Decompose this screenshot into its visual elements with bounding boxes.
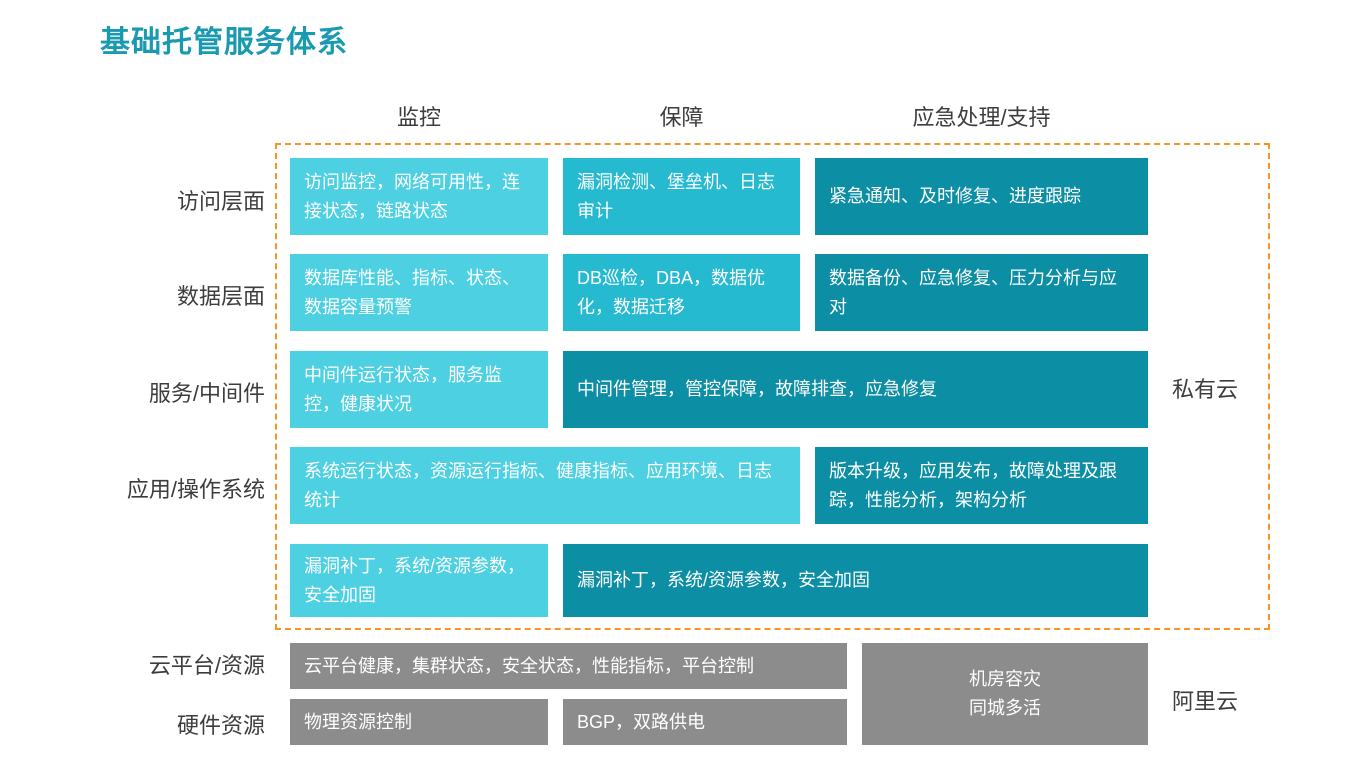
cell-application-emergency[interactable]: 版本升级，应用发布，故障处理及跟踪，性能分析，架构分析 [815, 447, 1148, 524]
cell-hardware-network[interactable]: BGP，双路供电 [563, 699, 847, 745]
cell-datacenter-disaster-recovery-text: 机房容灾 同城多活 [969, 669, 1041, 718]
cell-access-emergency[interactable]: 紧急通知、及时修复、进度跟踪 [815, 158, 1148, 235]
cell-platform-wide-text: 云平台健康，集群状态，安全状态，性能指标，平台控制 [304, 655, 754, 676]
cell-security-guarantee-emergency[interactable]: 漏洞补丁，系统/资源参数，安全加固 [563, 544, 1148, 617]
cell-access-emergency-text: 紧急通知、及时修复、进度跟踪 [829, 186, 1081, 206]
cell-data-guarantee[interactable]: DB巡检，DBA，数据优化，数据迁移 [563, 254, 800, 331]
column-header-emergency-support: 应急处理/支持 [912, 105, 1051, 130]
cell-data-guarantee-text: DB巡检，DBA，数据优化，数据迁移 [577, 267, 766, 317]
column-header-monitoring: 监控 [396, 105, 441, 130]
zone-label-private-cloud: 私有云 [1172, 377, 1239, 402]
column-header-guarantee: 保障 [659, 105, 704, 130]
row-label-application-os: 应用/操作系统 [126, 477, 265, 502]
cell-hardware-physical-text: 物理资源控制 [304, 711, 412, 732]
cell-service-guarantee-emergency[interactable]: 中间件管理，管控保障，故障排查，应急修复 [563, 351, 1148, 428]
row-label-access-layer: 访问层面 [176, 189, 265, 214]
cell-application-monitoring-guarantee[interactable]: 系统运行状态，资源运行指标、健康指标、应用环境、日志统计 [290, 447, 800, 524]
page-title: 基础托管服务体系 [100, 26, 348, 59]
cell-access-guarantee-text: 漏洞检测、堡垒机、日志审计 [577, 171, 775, 221]
cell-security-monitoring-text: 漏洞补丁，系统/资源参数，安全加固 [304, 555, 525, 605]
cell-security-monitoring[interactable]: 漏洞补丁，系统/资源参数，安全加固 [290, 544, 548, 617]
cell-hardware-physical[interactable]: 物理资源控制 [290, 699, 548, 745]
cell-platform-wide[interactable]: 云平台健康，集群状态，安全状态，性能指标，平台控制 [290, 643, 847, 689]
cell-datacenter-disaster-recovery[interactable]: 机房容灾 同城多活 [862, 643, 1148, 745]
cell-application-emergency-text: 版本升级，应用发布，故障处理及跟踪，性能分析，架构分析 [829, 460, 1117, 510]
row-label-service-middleware: 服务/中间件 [148, 381, 265, 406]
row-label-data-layer: 数据层面 [176, 284, 265, 309]
cell-data-monitoring[interactable]: 数据库性能、指标、状态、数据容量预警 [290, 254, 548, 331]
cell-security-guarantee-emergency-text: 漏洞补丁，系统/资源参数，安全加固 [577, 570, 870, 590]
cell-data-emergency-text: 数据备份、应急修复、压力分析与应对 [829, 267, 1117, 317]
cell-access-monitoring[interactable]: 访问监控，网络可用性，连接状态，链路状态 [290, 158, 548, 235]
cell-service-guarantee-emergency-text: 中间件管理，管控保障，故障排查，应急修复 [577, 379, 937, 399]
cell-service-monitoring[interactable]: 中间件运行状态，服务监控，健康状况 [290, 351, 548, 428]
zone-label-public-cloud: 阿里云 [1172, 689, 1239, 714]
cell-service-monitoring-text: 中间件运行状态，服务监控，健康状况 [304, 364, 502, 414]
cell-data-monitoring-text: 数据库性能、指标、状态、数据容量预警 [304, 267, 520, 317]
cell-application-monitoring-guarantee-text: 系统运行状态，资源运行指标、健康指标、应用环境、日志统计 [304, 460, 772, 510]
private-cloud-boundary [275, 143, 1270, 630]
cell-access-guarantee[interactable]: 漏洞检测、堡垒机、日志审计 [563, 158, 800, 235]
cell-data-emergency[interactable]: 数据备份、应急修复、压力分析与应对 [815, 254, 1148, 331]
row-label-cloud-platform-resource: 云平台/资源 [148, 653, 265, 678]
cell-access-monitoring-text: 访问监控，网络可用性，连接状态，链路状态 [304, 171, 520, 221]
cell-hardware-network-text: BGP，双路供电 [577, 711, 706, 732]
row-label-hardware-resource: 硬件资源 [176, 713, 265, 738]
